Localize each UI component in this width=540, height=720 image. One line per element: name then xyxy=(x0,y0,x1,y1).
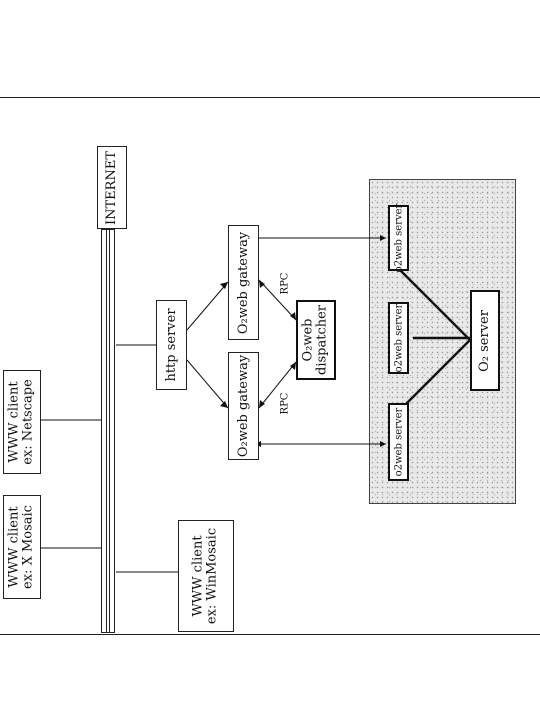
arrowhead xyxy=(290,312,296,320)
arrowhead xyxy=(380,235,386,241)
bottom-rule xyxy=(0,634,540,635)
gateway-bottom-to-dispatcher xyxy=(258,361,297,409)
gateway-top-box: O₂web gateway xyxy=(228,225,259,340)
o2web-server-top-label: o2web server xyxy=(393,203,404,273)
rpc-label-bottom: RPC xyxy=(279,392,291,415)
o2-server-box: O₂ server xyxy=(470,290,500,391)
o2web-bottom-to-o2server xyxy=(404,339,471,406)
arrowhead xyxy=(290,362,296,370)
arrowhead xyxy=(220,401,228,408)
arrowhead xyxy=(220,282,228,289)
o2web-server-mid-box: o2web server xyxy=(388,302,409,374)
internet-label: INTERNET xyxy=(103,150,119,225)
gateway-top-to-dispatcher xyxy=(258,279,297,321)
internet-bus xyxy=(101,229,115,633)
o2-server-label: O₂ server xyxy=(476,309,492,372)
http-to-gateway-top xyxy=(186,281,229,331)
arrowhead xyxy=(380,441,386,447)
http-server-label: http server xyxy=(163,308,179,382)
o2web-server-top-box: o2web server xyxy=(388,203,409,273)
top-rule xyxy=(0,97,540,98)
o2web-server-bottom-label: o2web server xyxy=(393,407,404,477)
o2web-server-bottom-box: o2web server xyxy=(388,403,409,481)
arrowhead xyxy=(259,280,265,288)
arrowhead xyxy=(259,400,265,408)
o2web-top-to-o2server xyxy=(397,267,471,341)
internet-label-box: INTERNET xyxy=(97,146,127,229)
http-to-gateway-bottom xyxy=(186,359,229,409)
gateway-bottom-box: O₂web gateway xyxy=(228,352,259,460)
o2web-server-mid-label: o2web server xyxy=(393,303,404,373)
gateway-top-label: O₂web gateway xyxy=(235,231,251,334)
rpc-label-top: RPC xyxy=(279,272,291,295)
gateway-bottom-label: O₂web gateway xyxy=(235,354,251,458)
http-server-box: http server xyxy=(156,300,187,390)
